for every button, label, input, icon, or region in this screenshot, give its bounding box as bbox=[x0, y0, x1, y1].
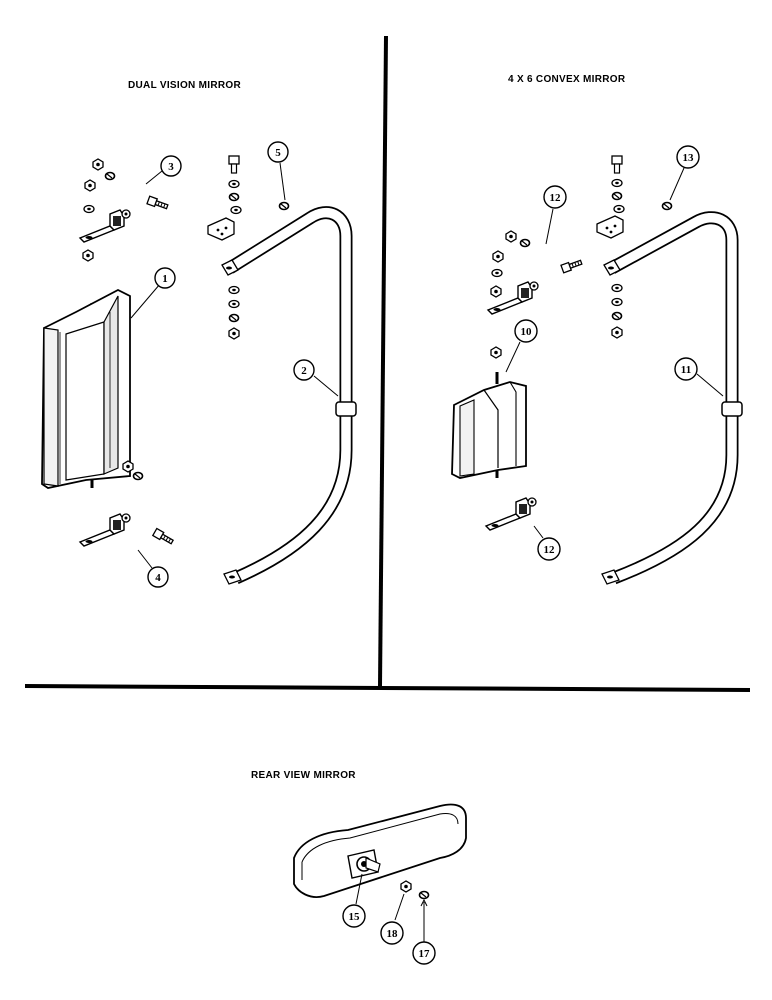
washer-icon bbox=[228, 285, 240, 295]
lower-bracket bbox=[485, 497, 537, 531]
nut-icon bbox=[492, 250, 504, 263]
bolt-icon bbox=[228, 155, 240, 174]
callout-5-label: 5 bbox=[275, 147, 281, 159]
lock-washer-icon bbox=[132, 471, 144, 481]
callout-12-upper-label: 12 bbox=[550, 192, 562, 204]
callout-4-label: 4 bbox=[155, 572, 161, 584]
callout-10-label: 10 bbox=[521, 326, 533, 338]
lock-washer-icon bbox=[104, 171, 116, 181]
nut-icon bbox=[92, 158, 104, 171]
callout-12-upper: 12 bbox=[543, 185, 567, 245]
callout-15: 15 bbox=[342, 873, 366, 928]
callout-10: 10 bbox=[505, 319, 538, 373]
nut-icon bbox=[490, 285, 502, 298]
screw-icon bbox=[418, 890, 430, 900]
mirror-arm bbox=[221, 206, 357, 585]
title-convex-mirror: 4 X 6 CONVEX MIRROR bbox=[508, 74, 626, 85]
mirror-arm bbox=[601, 211, 743, 585]
callout-18: 18 bbox=[380, 893, 405, 945]
callout-18-label: 18 bbox=[387, 928, 399, 940]
upper-bracket bbox=[79, 209, 131, 243]
callout-1-label: 1 bbox=[162, 273, 168, 285]
bolt-icon bbox=[152, 527, 175, 547]
callout-3-label: 3 bbox=[168, 161, 174, 173]
nut-icon bbox=[400, 880, 412, 893]
mounting-plate bbox=[596, 215, 624, 239]
bolt-icon bbox=[560, 257, 584, 274]
nut-icon bbox=[122, 460, 134, 473]
callout-4: 4 bbox=[137, 549, 169, 588]
nut-icon bbox=[84, 179, 96, 192]
nut-icon bbox=[490, 346, 502, 359]
callout-17: 17 bbox=[412, 898, 436, 965]
washer-icon bbox=[611, 178, 623, 188]
washer-icon bbox=[611, 283, 623, 293]
washer-icon bbox=[491, 268, 503, 278]
nut-icon bbox=[228, 327, 240, 340]
lock-washer-icon bbox=[519, 238, 531, 248]
callout-17-label: 17 bbox=[419, 948, 431, 960]
washer-icon bbox=[230, 205, 242, 215]
title-dual-vision-mirror: DUAL VISION MIRROR bbox=[128, 80, 241, 91]
convex-mirror-assembly: 10 11 12 12 13 bbox=[451, 145, 743, 585]
horizontal-divider bbox=[24, 684, 751, 692]
callout-11-label: 11 bbox=[681, 364, 691, 376]
nut-icon bbox=[611, 326, 623, 339]
washer-icon bbox=[83, 204, 95, 214]
callout-3: 3 bbox=[145, 155, 182, 185]
callout-2: 2 bbox=[293, 359, 339, 397]
rear-view-mirror-head bbox=[293, 803, 467, 898]
lower-bracket bbox=[79, 513, 131, 547]
dual-vision-assembly: 1 2 3 4 5 bbox=[41, 141, 357, 588]
callout-11: 11 bbox=[674, 357, 724, 397]
lock-washer-icon bbox=[611, 191, 623, 201]
callout-1: 1 bbox=[130, 267, 176, 319]
lock-washer-icon bbox=[228, 313, 240, 323]
callout-2-label: 2 bbox=[301, 365, 307, 377]
callout-5: 5 bbox=[267, 141, 289, 201]
lock-washer-icon bbox=[611, 311, 623, 321]
washer-icon bbox=[611, 297, 623, 307]
lock-washer-icon bbox=[228, 192, 240, 202]
nut-icon bbox=[505, 230, 517, 243]
callout-12-lower: 12 bbox=[533, 525, 561, 561]
washer-icon bbox=[228, 299, 240, 309]
nut-icon bbox=[82, 249, 94, 262]
callout-13: 13 bbox=[669, 145, 700, 201]
washer-icon bbox=[613, 204, 625, 214]
screw-icon bbox=[661, 201, 673, 211]
title-rear-view-mirror: REAR VIEW MIRROR bbox=[251, 770, 356, 781]
callout-12-lower-label: 12 bbox=[544, 544, 556, 556]
screw-icon bbox=[278, 201, 290, 211]
callout-15-label: 15 bbox=[349, 911, 361, 923]
dual-vision-mirror-head bbox=[41, 288, 131, 489]
rear-view-mirror-assembly: 15 18 17 bbox=[293, 803, 467, 965]
vertical-divider bbox=[378, 35, 388, 687]
bolt-icon bbox=[611, 155, 623, 174]
callout-13-label: 13 bbox=[683, 152, 695, 164]
mounting-plate bbox=[207, 217, 235, 241]
convex-mirror-head bbox=[451, 346, 527, 479]
bolt-icon bbox=[146, 195, 170, 212]
washer-icon bbox=[228, 179, 240, 189]
